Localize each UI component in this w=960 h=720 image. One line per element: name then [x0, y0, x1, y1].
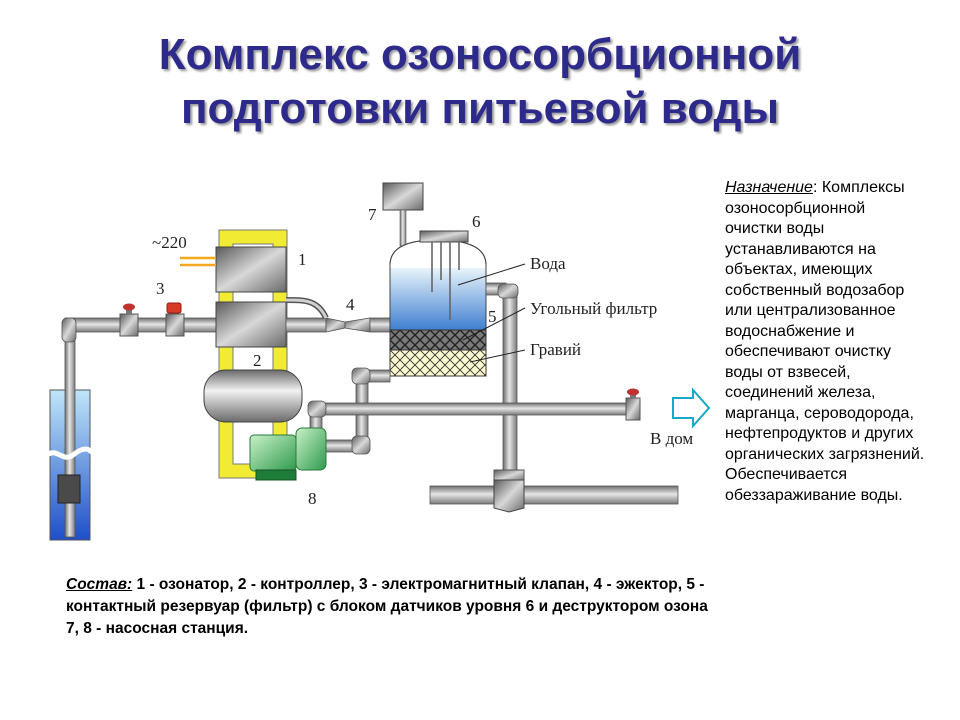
- page-title: Комплекс озоносорбционной подготовки пит…: [0, 28, 960, 136]
- pressure-tank: [203, 369, 303, 423]
- house-valve: [625, 388, 641, 421]
- power-line: [180, 256, 216, 267]
- label-3: 3: [156, 279, 165, 298]
- to-house-arrow: [672, 387, 711, 429]
- composition-body: 1 - озонатор, 2 - контроллер, 3 - электр…: [66, 576, 708, 637]
- inlet-valve: [119, 303, 139, 337]
- label-4: 4: [346, 295, 355, 314]
- leader-lines: [457, 263, 526, 363]
- purpose-heading-suffix: :: [812, 179, 818, 196]
- title-line-2: подготовки питьевой воды: [180, 84, 780, 133]
- purpose-text: Назначение: Комплексы озоносорбционной о…: [725, 178, 925, 506]
- label-to-house: В дом: [650, 429, 693, 448]
- ejector-4: [285, 297, 395, 333]
- well: [45, 324, 97, 541]
- label-gravel: Гравий: [530, 340, 581, 359]
- solenoid-valve-3: [165, 302, 185, 337]
- ozonator-1: [215, 246, 287, 293]
- ground-pipe: [429, 469, 679, 513]
- contact-tank-5: [389, 239, 487, 377]
- composition-text: Состав: 1 - озонатор, 2 - контроллер, 3 …: [66, 574, 716, 640]
- pump-station-8: [249, 427, 327, 481]
- label-water: Вода: [530, 254, 566, 273]
- label-1: 1: [298, 250, 307, 269]
- level-sensor-6: [419, 230, 469, 320]
- label-2: 2: [253, 351, 262, 370]
- ozone-destructor-7: [382, 182, 424, 247]
- purpose-heading: Назначение: [725, 179, 813, 196]
- label-7: 7: [368, 205, 377, 224]
- label-8: 8: [308, 489, 317, 508]
- composition-heading: Состав:: [66, 576, 133, 593]
- inlet-pipe: [61, 317, 226, 343]
- label-5: 5: [488, 307, 497, 326]
- controller-2: [215, 301, 287, 348]
- diagram-labels: 1 2 3 4 5 6 7 8 ~220 Вода Угольный фильт…: [152, 205, 693, 508]
- label-voltage: ~220: [152, 233, 187, 252]
- outlet-pipe: [485, 282, 519, 479]
- label-6: 6: [472, 212, 481, 231]
- purpose-body: Комплексы озоносорбционной очистки воды …: [725, 179, 925, 504]
- label-carbon-filter: Угольный фильтр: [530, 299, 657, 318]
- title-line-1: Комплекс озоносорбционной: [158, 30, 802, 79]
